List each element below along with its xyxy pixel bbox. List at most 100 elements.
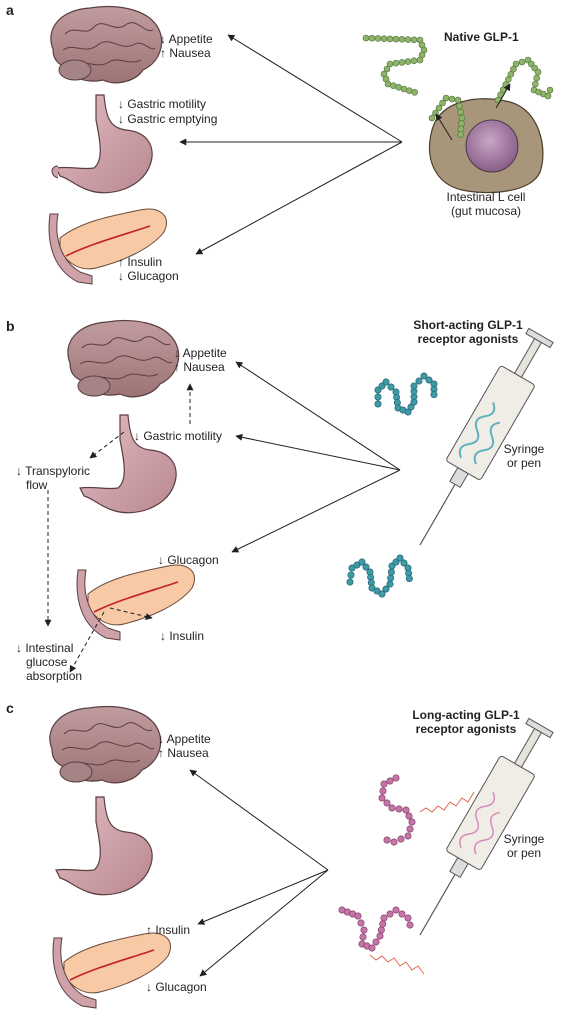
peptide-bead: [519, 59, 525, 65]
peptide-bead: [458, 109, 464, 115]
brain-icon: [68, 321, 179, 397]
syringe-icon: [403, 715, 559, 945]
peptide-chains-c: [339, 775, 415, 951]
peptide-bead: [456, 103, 462, 109]
brain-label-appetite: ↓ Appetite: [160, 32, 213, 46]
cell-label-line1: Intestinal L cell: [447, 190, 526, 204]
peptide-bead: [381, 36, 387, 42]
peptide-bead: [375, 401, 381, 407]
peptide-bead: [513, 61, 519, 67]
pancreas-icon: [53, 933, 170, 1008]
peptide-bead: [369, 35, 375, 41]
peptide-bead: [532, 81, 538, 87]
brain-label-appetite-b: ↓ Appetite: [174, 346, 227, 360]
peptide-bead: [547, 87, 553, 93]
peptide-bead: [405, 37, 411, 43]
intestinal-l-cell: [430, 99, 543, 193]
peptide-bead: [363, 35, 369, 41]
peptide-bead: [355, 913, 361, 919]
peptide-bead: [409, 819, 415, 825]
short-acting-title-line2: receptor agonists: [418, 332, 519, 346]
panel-letter-c: c: [6, 700, 14, 716]
fatty-acid-chains: [370, 792, 474, 974]
peptide-bead: [443, 95, 449, 101]
panel-b: [48, 321, 558, 672]
peptide-bead: [375, 35, 381, 41]
peptide-bead: [391, 839, 397, 845]
peptide-bead: [378, 927, 384, 933]
peptide-bead: [405, 59, 411, 65]
peptide-bead: [373, 939, 379, 945]
absorption-label-2: glucose: [26, 655, 67, 669]
peptide-bead: [384, 837, 390, 843]
stomach-label-emptying: ↓ Gastric emptying: [118, 112, 217, 126]
peptide-bead: [398, 836, 404, 842]
peptide-bead: [412, 89, 418, 95]
long-acting-title-line2: receptor agonists: [416, 722, 517, 736]
brain-label-nausea-c: ↑ Nausea: [158, 746, 209, 760]
peptide-bead: [411, 383, 417, 389]
peptide-bead: [535, 69, 541, 75]
transpyloric-label-1: ↓ Transpyloric: [16, 464, 90, 478]
insulin-label-b: ↓ Insulin: [160, 629, 204, 643]
peptide-bead: [545, 93, 551, 99]
panel-letter-a: a: [6, 2, 14, 18]
long-acting-title-line1: Long-acting GLP-1: [412, 708, 519, 722]
insulin-label-c: ↑ Insulin: [146, 923, 190, 937]
peptide-bead: [360, 934, 366, 940]
peptide-bead: [389, 805, 395, 811]
pancreas-label-insulin: ↑ Insulin: [118, 255, 162, 269]
panel-a: [49, 7, 553, 284]
pancreas-label-glucagon: ↓ Glucagon: [118, 269, 179, 283]
peptide-bead: [387, 581, 393, 587]
peptide-bead: [405, 915, 411, 921]
peptide-bead: [399, 59, 405, 65]
short-acting-title-line1: Short-acting GLP-1: [413, 318, 522, 332]
peptide-bead: [399, 911, 405, 917]
peptide-bead: [369, 945, 375, 951]
brain-label-nausea-b: ↑ Nausea: [174, 360, 225, 374]
peptide-bead: [417, 57, 423, 63]
peptide-bead: [458, 132, 464, 138]
peptide-bead: [387, 36, 393, 42]
peptide-bead: [347, 579, 353, 585]
peptide-bead: [379, 795, 385, 801]
peptide-bead: [387, 911, 393, 917]
peptide-bead: [375, 394, 381, 400]
peptide-bead: [416, 378, 422, 384]
peptide-bead: [384, 800, 390, 806]
peptide-bead: [387, 575, 393, 581]
peptide-bead: [393, 775, 399, 781]
absorption-label-3: absorption: [26, 669, 82, 683]
peptide-bead: [379, 921, 385, 927]
peptide-bead: [388, 384, 394, 390]
peptide-bead: [406, 575, 412, 581]
panel-c: [50, 707, 558, 1008]
peptide-bead: [377, 933, 383, 939]
brain-icon: [51, 7, 162, 83]
syringe-label-b-1: Syringe: [504, 442, 545, 456]
stomach-label-motility: ↓ Gastric motility: [118, 97, 206, 111]
peptide-bead: [393, 907, 399, 913]
stomach-label-motility-b: ↓ Gastric motility: [134, 429, 222, 443]
glucagon-label-b: ↓ Glucagon: [158, 553, 219, 567]
peptide-chains-b: [347, 373, 437, 597]
peptide-bead: [383, 379, 389, 385]
peptide-bead: [399, 36, 405, 42]
peptide-bead: [459, 115, 465, 121]
peptide-bead: [534, 75, 540, 81]
peptide-bead: [381, 781, 387, 787]
cell-label-line2: (gut mucosa): [451, 204, 521, 218]
peptide-bead: [455, 97, 461, 103]
peptide-bead: [380, 788, 386, 794]
peptide-bead: [361, 927, 367, 933]
peptide-bead: [411, 37, 417, 43]
peptide-bead: [407, 922, 413, 928]
peptide-bead: [393, 36, 399, 42]
peptide-bead: [358, 920, 364, 926]
peptide-bead: [458, 126, 464, 132]
peptide-bead: [387, 778, 393, 784]
peptide-bead: [403, 807, 409, 813]
peptide-bead: [431, 391, 437, 397]
